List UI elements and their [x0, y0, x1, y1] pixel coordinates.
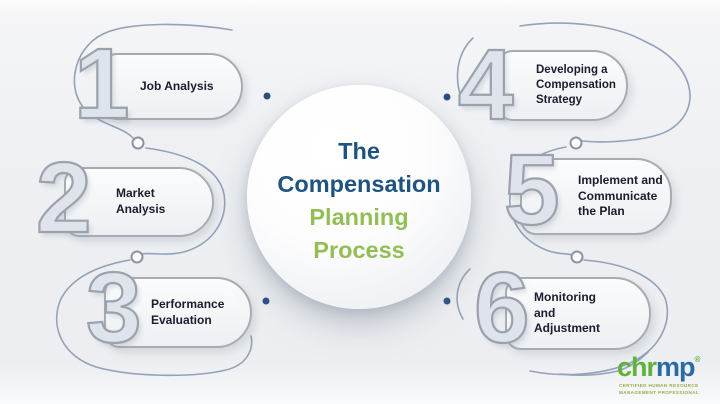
step-5-number: 5 [503, 134, 561, 246]
connector-ring [130, 250, 144, 264]
chrmp-logo: chrmp® CERTIFIED HUMAN RESOURCE MANAGEME… [617, 354, 700, 397]
chrmp-wordmark: chrmp® [617, 354, 700, 381]
step-3-number: 3 [85, 252, 143, 364]
connector-dot [262, 297, 270, 305]
connector-ring [131, 136, 145, 150]
step-6-number: 6 [473, 252, 531, 364]
connector-ring [569, 136, 583, 150]
step-2-label: Market Analysis [116, 186, 166, 216]
center-circle: The Compensation Planning Process [247, 85, 471, 309]
step-1-label: Job Analysis [140, 78, 214, 93]
flow-line-step2 [141, 147, 226, 255]
registered-mark: ® [694, 355, 701, 364]
step-2-capsule: Market Analysis [64, 167, 214, 237]
step-2-number: 2 [35, 142, 93, 254]
wordmark-green-part: chr [617, 352, 657, 382]
title-green-lines: Planning Process [309, 204, 409, 263]
flow-line-step3 [55, 259, 253, 377]
step-1-capsule: Job Analysis [102, 53, 243, 120]
connector-dot [443, 297, 451, 305]
step-4-number: 4 [457, 29, 515, 141]
step-5-capsule: Implement and Communicate the Plan [520, 158, 672, 235]
flow-line-tail [559, 351, 649, 377]
step-3-label: Performance Evaluation [151, 296, 225, 327]
step-4-label: Developing a Compensation Strategy [536, 64, 616, 106]
title-navy-lines: The Compensation [277, 138, 441, 197]
step-4-capsule: Developing a Compensation Strategy [497, 50, 628, 121]
flow-line-step1 [73, 23, 233, 139]
step-1-number: 1 [73, 28, 131, 140]
step-6-capsule: Monitoring and Adjustment [505, 277, 651, 350]
connector-ring [570, 250, 584, 264]
flow-line-step6-left-arc [456, 268, 471, 320]
step-3-capsule: Performance Evaluation [104, 277, 252, 348]
connector-dot [263, 92, 271, 100]
step-5-label: Implement and Communicate the Plan [578, 173, 663, 219]
flow-line-step4-left-arc [456, 37, 474, 101]
wordmark-blue-part: mp [656, 352, 695, 382]
flow-line-step6 [529, 259, 669, 376]
connector-dot [443, 93, 451, 101]
flow-line-step4 [519, 22, 691, 143]
step-6-label: Monitoring and Adjustment [534, 290, 600, 336]
logo-tagline: CERTIFIED HUMAN RESOURCE MANAGEMENT PROF… [619, 383, 700, 395]
